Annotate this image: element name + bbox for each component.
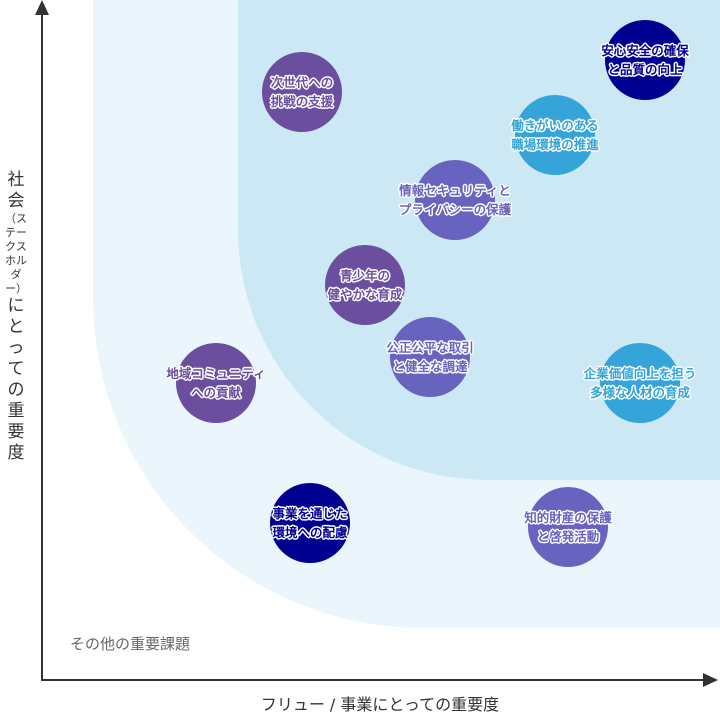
issue-bubble bbox=[605, 20, 685, 100]
issue-bubble bbox=[270, 483, 350, 563]
issue-bubble bbox=[515, 95, 595, 175]
issue-label: 青少年の 健やかな育成 bbox=[327, 268, 403, 302]
issue-bubble bbox=[262, 52, 342, 132]
y-axis-label-paren: （ステークスホルダー） bbox=[5, 212, 27, 295]
issue-bubble bbox=[600, 343, 680, 423]
issue-label: 情報セキュリティと プライバシーの保護 bbox=[398, 183, 512, 217]
issue-bubble bbox=[415, 160, 495, 240]
arrow-right-icon bbox=[703, 673, 718, 687]
y-axis-label: 社会 （ステークスホルダー） にとっての重要度 bbox=[4, 170, 28, 464]
x-axis bbox=[41, 679, 705, 681]
issue-label: 企業価値向上を担う 多様な人材の育成 bbox=[583, 366, 697, 400]
y-axis-label-main: 社会 bbox=[7, 170, 25, 211]
issue-label: 働きがいのある 職場環境の推進 bbox=[511, 118, 599, 152]
issue-bubble bbox=[390, 317, 470, 397]
y-axis-label-rest: にとっての重要度 bbox=[7, 296, 25, 463]
arrow-up-icon bbox=[35, 0, 49, 15]
issue-label: 安心安全の確保 と品質の向上 bbox=[601, 43, 689, 77]
x-axis-label: フリュー / 事業にとっての重要度 bbox=[260, 695, 500, 714]
issue-label: 次世代への 挑戦の支援 bbox=[270, 75, 334, 109]
issue-label: 知的財産の保護 と啓発活動 bbox=[524, 510, 612, 544]
issue-label: 公正公平な取引 と健全な調達 bbox=[386, 340, 474, 374]
issue-label: 地域コミュニティ への貢献 bbox=[166, 366, 266, 400]
issue-bubble bbox=[325, 245, 405, 325]
issue-label: 事業を通じた 環境への配慮 bbox=[272, 506, 348, 540]
y-axis bbox=[41, 12, 43, 681]
other-issues-label: その他の重要課題 bbox=[70, 635, 191, 653]
issue-bubble bbox=[176, 343, 256, 423]
issue-bubble bbox=[528, 487, 608, 567]
